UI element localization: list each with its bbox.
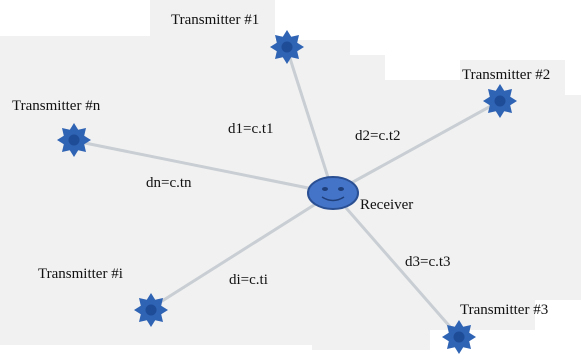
link-labels: d1=c.t1 d2=c.t2 d3=c.t3 di=c.ti dn=c.tn [146, 121, 451, 288]
receiver-label: Receiver [360, 197, 413, 213]
transmitter-label-t1: Transmitter #1 [171, 12, 259, 28]
link-t2 [331, 99, 502, 195]
link-tn [73, 139, 335, 195]
transmitter-label-tn: Transmitter #n [12, 98, 101, 114]
link-ti [149, 191, 335, 310]
link-t1 [285, 47, 335, 195]
transmitter-label-t2: Transmitter #2 [462, 67, 550, 83]
transmitter-label-t3: Transmitter #3 [460, 302, 548, 318]
links [73, 47, 502, 339]
link-label-t2: d2=c.t2 [355, 128, 401, 144]
link-label-t3: d3=c.t3 [405, 254, 451, 270]
transmitter-star-icon [442, 320, 476, 354]
background-panel [0, 0, 581, 350]
link-label-ti: di=c.ti [229, 272, 268, 288]
transmitter-tn: Transmitter #n [12, 98, 101, 157]
transmitter-ti: Transmitter #i [38, 266, 168, 327]
transmitter-label-ti: Transmitter #i [38, 266, 123, 282]
receiver: Receiver [307, 176, 413, 213]
transmitter-t3: Transmitter #3 [442, 302, 548, 354]
transmitter-t1: Transmitter #1 [171, 12, 304, 64]
transmitter-star-icon [483, 84, 517, 118]
transmitter-star-icon [134, 293, 168, 327]
link-t3 [331, 191, 461, 339]
transmitter-star-icon [270, 30, 304, 64]
receiver-smiley-icon [307, 176, 359, 210]
transmitter-star-icon [57, 123, 91, 157]
link-label-t1: d1=c.t1 [228, 121, 274, 137]
link-label-tn: dn=c.tn [146, 175, 192, 191]
transmitter-t2: Transmitter #2 [462, 67, 550, 118]
